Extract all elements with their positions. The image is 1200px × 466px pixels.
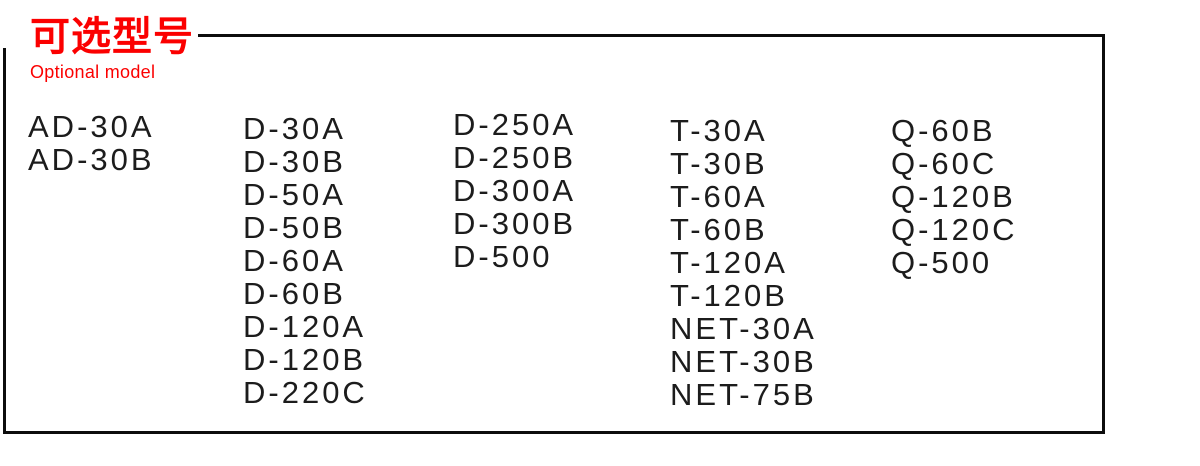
frame-border-bottom — [3, 431, 1105, 434]
frame-border-left — [3, 48, 6, 431]
model-item: Q-120C — [891, 212, 1018, 247]
model-item: AD-30B — [28, 142, 155, 177]
model-item: D-50B — [243, 210, 346, 245]
model-item: NET-30B — [670, 344, 817, 379]
model-item: Q-60B — [891, 113, 996, 148]
model-column-d-large: D-250A D-250B D-300A D-300B D-500 — [453, 108, 576, 273]
model-item: T-30A — [670, 113, 768, 148]
model-column-d-small: D-30A D-30B D-50A D-50B D-60A D-60B D-12… — [243, 112, 368, 409]
model-item: T-30B — [670, 146, 768, 181]
frame-border-top — [198, 34, 1102, 37]
model-item: Q-120B — [891, 179, 1016, 214]
model-item: Q-60C — [891, 146, 998, 181]
model-item: D-300A — [453, 173, 577, 208]
model-item: T-120A — [670, 245, 788, 280]
model-item: Q-500 — [891, 245, 993, 280]
model-item: D-250B — [453, 140, 577, 175]
frame-border-right — [1102, 34, 1105, 434]
model-item: D-300B — [453, 206, 577, 241]
model-item: D-30A — [243, 111, 346, 146]
model-item: D-120A — [243, 309, 367, 344]
model-item: T-60A — [670, 179, 768, 214]
model-item: D-50A — [243, 177, 346, 212]
model-item: NET-75B — [670, 377, 817, 412]
model-item: T-60B — [670, 212, 768, 247]
model-item: D-60B — [243, 276, 346, 311]
model-item: D-220C — [243, 375, 368, 410]
model-item: D-30B — [243, 144, 346, 179]
section-title-en: Optional model — [30, 62, 156, 82]
model-item: NET-30A — [670, 311, 817, 346]
section-title-zh: 可选型号 — [30, 15, 194, 59]
model-item: D-60A — [243, 243, 346, 278]
model-item: D-500 — [453, 239, 553, 274]
model-column-q: Q-60B Q-60C Q-120B Q-120C Q-500 — [891, 114, 1018, 279]
model-item: T-120B — [670, 278, 788, 313]
model-item: AD-30A — [28, 109, 155, 144]
model-column-ad: AD-30A AD-30B — [28, 110, 155, 176]
model-item: D-120B — [243, 342, 367, 377]
model-column-t-net: T-30A T-30B T-60A T-60B T-120A T-120B NE… — [670, 114, 817, 411]
model-item: D-250A — [453, 107, 577, 142]
